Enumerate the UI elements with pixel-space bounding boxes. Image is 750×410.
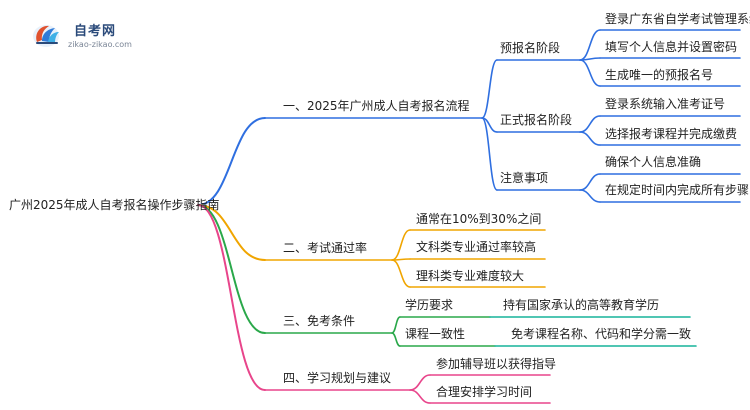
branch-2-label: 二、考试通过率	[283, 240, 367, 255]
b1s3-leaf-2-link	[579, 189, 601, 203]
branch-1-sub-2-leaf-2: 选择报考课程并完成缴费	[605, 126, 737, 141]
branch-1-label: 一、2025年广州成人自考报名流程	[283, 98, 470, 113]
root-link-3	[197, 204, 266, 334]
logo-title: 自考网	[74, 24, 117, 39]
branch-1-link-sub-3	[481, 117, 498, 191]
branch-4-leaf-2: 合理安排学习时间	[436, 384, 532, 399]
branch-3-sub-1-label: 学历要求	[405, 297, 453, 312]
b2-leaf-1-link	[391, 229, 411, 261]
logo-mark-icon	[33, 25, 59, 47]
b4-leaf-2-link	[409, 389, 431, 404]
branch-3-sub-1-leaf-1: 持有国家承认的高等教育学历	[503, 297, 659, 312]
branch-1-sub-1-leaf-2: 填写个人信息并设置密码	[605, 39, 737, 54]
branch-1-sub-3-leaf-2: 在规定时间内完成所有步骤	[605, 182, 749, 197]
root-link-2	[197, 204, 266, 261]
b1s1-leaf-3-link	[579, 59, 601, 87]
branch-1-link-sub-1	[481, 59, 498, 119]
branch-4-label: 四、学习规划与建议	[283, 370, 391, 385]
branch-2-leaf-1: 通常在10%到30%之间	[416, 212, 541, 226]
branch-1-sub-2-leaf-1: 登录系统输入准考证号	[605, 96, 725, 111]
b1s3-leaf-1-link	[579, 173, 601, 191]
root-link-4	[197, 204, 266, 391]
logo-url: zikao-zikao.com	[68, 40, 132, 49]
branch-2-leaf-2: 文科类专业通过率较高	[416, 239, 536, 254]
branch-3-sub-2-leaf-1: 免考课程名称、代码和学分需一致	[511, 326, 691, 341]
b3-sub-2-link	[391, 332, 401, 347]
branch-1-sub-1-leaf-1: 登录广东省自学考试管理系统	[605, 11, 750, 26]
branch-1-sub-1-leaf-3: 生成唯一的预报名号	[605, 67, 713, 82]
b1s2-leaf-1-link	[579, 115, 601, 133]
branch-1-sub-1-label: 预报名阶段	[500, 40, 560, 55]
root-link-1	[197, 117, 266, 206]
branch-1-sub-2-label: 正式报名阶段	[500, 112, 572, 127]
root-node-label: 广州2025年成人自考报名操作步骤指南	[9, 197, 220, 212]
branch-3-sub-2-label: 课程一致性	[405, 326, 465, 341]
mindmap-links	[197, 29, 741, 404]
branch-1-sub-3-leaf-1: 确保个人信息准确	[605, 154, 701, 169]
branch-3-label: 三、免考条件	[283, 313, 355, 328]
b4-leaf-1-link	[409, 374, 431, 391]
b2-leaf-3-link	[391, 259, 411, 288]
site-logo: 自考网 zikao-zikao.com	[30, 18, 140, 52]
branch-1-sub-3-label: 注意事项	[500, 170, 548, 185]
b3-sub-1-link	[391, 316, 401, 334]
b1s2-leaf-2-link	[579, 131, 601, 146]
branch-4-leaf-1: 参加辅导班以获得指导	[436, 356, 556, 371]
branch-2-leaf-3: 理科类专业难度较大	[416, 268, 524, 283]
b1s1-leaf-1-link	[579, 29, 601, 61]
